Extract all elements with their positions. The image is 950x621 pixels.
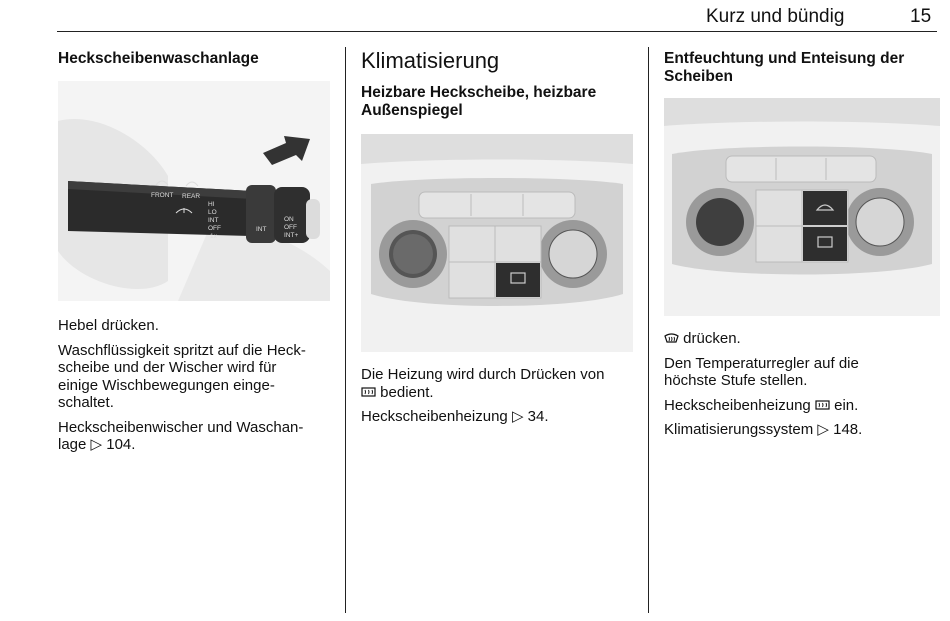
label-rear: REAR bbox=[182, 193, 200, 200]
line: lage bbox=[58, 436, 87, 453]
climate-panel-illustration bbox=[361, 134, 633, 352]
windscreen-defrost-icon bbox=[664, 333, 679, 343]
label-int: INT bbox=[208, 217, 219, 224]
running-header-title: Kurz und bündig bbox=[706, 6, 845, 27]
rear-defrost-icon bbox=[815, 399, 830, 410]
text: ein. bbox=[834, 396, 859, 414]
line: Die Heizung wird durch Drücken von bbox=[361, 366, 605, 383]
defrost-panel-illustration bbox=[664, 98, 940, 316]
rear-defrost-button-highlight bbox=[496, 263, 540, 297]
paragraph-rear-window-heating-ref: Heckscheibenheizung ▷ 34. bbox=[361, 408, 637, 426]
paragraph-rear-heating-on: Heckscheibenheizung ein. bbox=[664, 397, 940, 415]
line: Heckscheibenwischer und Waschan- bbox=[58, 418, 304, 436]
column-3: Entfeuchtung und Enteisung der Scheiben … bbox=[664, 48, 940, 446]
defrost-panel-drawing bbox=[664, 98, 940, 316]
page-reference-104[interactable]: 104. bbox=[106, 436, 136, 453]
line: Heizbare Heckscheibe, heizbare bbox=[361, 84, 597, 101]
chapter-title-climate: Klimatisierung bbox=[361, 48, 500, 73]
temperature-knob-icon bbox=[696, 198, 744, 246]
wiper-lever-icon: FRONT REAR HI LO INT OFF 1x INT ON OFF I… bbox=[58, 81, 330, 301]
paragraph-washer-fluid: Waschflüssigkeit spritzt auf die Heck- s… bbox=[58, 342, 330, 412]
line: einige Wischbewegungen einge- bbox=[58, 376, 275, 394]
label-lo: LO bbox=[208, 209, 217, 216]
label-off: OFF bbox=[208, 225, 221, 232]
paragraph-climate-system-ref: Klimatisierungssystem ▷ 148. bbox=[664, 421, 940, 439]
label-front: FRONT bbox=[151, 192, 173, 199]
line: bedient. bbox=[380, 383, 434, 401]
line: Scheiben bbox=[664, 68, 733, 85]
line: höchste Stufe stellen. bbox=[664, 372, 808, 389]
label-int3: INT+ bbox=[284, 232, 298, 239]
text: Heckscheibenheizung bbox=[664, 396, 811, 414]
paragraph-press-defrost: drücken. bbox=[664, 330, 940, 348]
page-reference-148[interactable]: 148. bbox=[833, 421, 863, 438]
section-heading-defog-deice: Entfeuchtung und Enteisung der Scheiben bbox=[664, 50, 940, 86]
text: Heckscheibenheizung bbox=[361, 408, 508, 425]
label-on: ON bbox=[284, 216, 294, 223]
paragraph-heating-operation: Die Heizung wird durch Drücken von bedie… bbox=[361, 366, 637, 401]
label-1x: 1x bbox=[210, 233, 218, 240]
section-heading-rear-washer: Heckscheibenwaschanlage bbox=[58, 50, 259, 67]
section-heading-heated-rear-window: Heizbare Heckscheibe, heizbare Außenspie… bbox=[361, 84, 637, 120]
wiper-lever-illustration: FRONT REAR HI LO INT OFF 1x INT ON OFF I… bbox=[58, 81, 330, 301]
line: Entfeuchtung und Enteisung der bbox=[664, 50, 905, 67]
line: Außenspiegel bbox=[361, 102, 463, 119]
line: Den Temperaturregler auf die bbox=[664, 354, 859, 372]
text: drücken. bbox=[683, 330, 741, 347]
arrow-ref-icon[interactable]: ▷ bbox=[90, 436, 103, 453]
paragraph-press-lever: Hebel drücken. bbox=[58, 317, 159, 334]
page-reference-34[interactable]: 34. bbox=[527, 408, 549, 425]
rear-defrost-icon bbox=[361, 386, 376, 397]
line: schaltet. bbox=[58, 394, 114, 411]
column-2: Klimatisierung Heizbare Heckscheibe, hei… bbox=[361, 48, 637, 433]
header-rule bbox=[57, 31, 937, 32]
arrow-ref-icon[interactable]: ▷ bbox=[511, 408, 524, 425]
arrow-ref-icon[interactable]: ▷ bbox=[817, 421, 829, 438]
label-hi: HI bbox=[208, 201, 215, 208]
paragraph-temperature-max: Den Temperaturregler auf die höchste Stu… bbox=[664, 355, 940, 390]
page-number: 15 bbox=[910, 6, 932, 27]
column-divider-2 bbox=[648, 47, 649, 613]
line: Waschflüssigkeit spritzt auf die Heck- bbox=[58, 341, 306, 359]
label-off2: OFF bbox=[284, 224, 297, 231]
climate-panel-drawing bbox=[361, 134, 633, 352]
paragraph-wiper-reference: Heckscheibenwischer und Waschan- lage ▷ … bbox=[58, 419, 330, 454]
column-divider-1 bbox=[345, 47, 346, 613]
text: Klimatisierungssystem bbox=[664, 421, 814, 438]
line: scheibe und der Wischer wird für bbox=[58, 359, 277, 376]
label-int2: INT bbox=[256, 226, 267, 233]
column-1: Heckscheibenwaschanlage FRONT REAR HI LO… bbox=[58, 48, 330, 461]
